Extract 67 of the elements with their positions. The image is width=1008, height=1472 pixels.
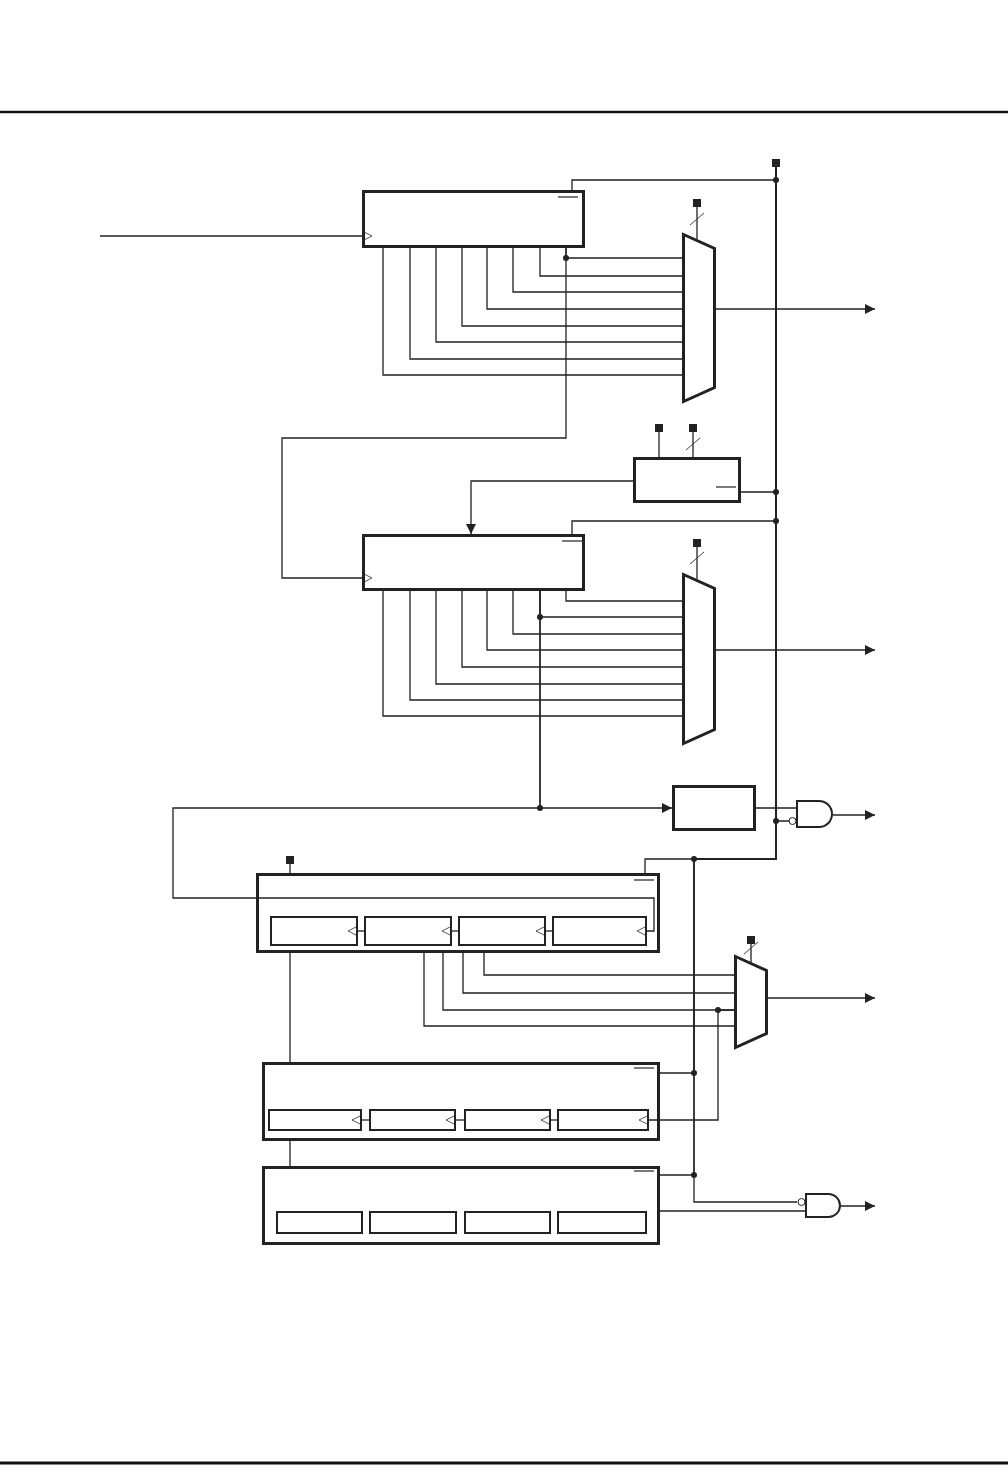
- wire: [382, 247, 683, 376]
- cell-box: [369, 1211, 457, 1234]
- cell-box: [557, 1109, 649, 1131]
- wire: [755, 807, 798, 809]
- wire: [486, 590, 683, 651]
- block-box: [262, 1062, 660, 1141]
- multiplexer-symbol: [682, 573, 716, 745]
- wire: [659, 1210, 806, 1212]
- arrow: [445, 1114, 465, 1126]
- arrow: [351, 1114, 370, 1126]
- wire: [435, 590, 683, 685]
- wire: [462, 952, 735, 994]
- cell-box: [557, 1211, 647, 1234]
- pin-wire: [693, 199, 701, 240]
- cell-box: [464, 1211, 551, 1234]
- multiplexer-symbol: [734, 955, 768, 1049]
- pin-wire: [286, 856, 294, 874]
- cell-box: [270, 916, 358, 946]
- wire: [435, 247, 683, 343]
- arrow: [535, 925, 553, 937]
- arrow: [99, 230, 373, 242]
- cell-box: [552, 916, 647, 946]
- wire: [539, 247, 683, 277]
- wire: [461, 590, 683, 668]
- pin-wire: [747, 936, 755, 963]
- wire: [409, 247, 683, 360]
- wire: [565, 590, 683, 602]
- wire: [382, 590, 683, 717]
- arrow: [832, 810, 876, 820]
- wire: [483, 952, 735, 976]
- arrow: [840, 1201, 876, 1211]
- and-gate-symbol: [788, 800, 833, 828]
- multiplexer-symbol: [682, 233, 716, 403]
- wire: [423, 952, 735, 1027]
- and-gate-symbol: [797, 1193, 841, 1218]
- arrow: [540, 1114, 558, 1126]
- pin-wire: [655, 424, 663, 458]
- wire: [512, 247, 683, 293]
- arrow: [715, 304, 876, 314]
- pin-wire: [693, 539, 701, 580]
- wire: [289, 1140, 291, 1167]
- wire: [512, 590, 683, 635]
- arrow: [347, 925, 365, 937]
- cell-box: [268, 1109, 362, 1131]
- cell-box: [458, 916, 546, 946]
- block-box: [362, 534, 585, 591]
- cell-box: [369, 1109, 456, 1131]
- arrow: [638, 1009, 735, 1126]
- block-box: [256, 873, 660, 953]
- arrow: [767, 993, 876, 1003]
- arrow: [466, 480, 634, 535]
- pin-wire: [689, 424, 697, 458]
- cell-box: [364, 916, 452, 946]
- cell-box: [464, 1109, 551, 1131]
- arrow: [172, 590, 655, 937]
- arrow: [441, 925, 459, 937]
- wire: [461, 247, 683, 327]
- block-box: [633, 457, 741, 503]
- wire: [289, 952, 291, 1063]
- block-box: [362, 190, 585, 248]
- arrow: [281, 247, 567, 584]
- cell-box: [276, 1211, 363, 1234]
- wire: [409, 590, 683, 701]
- wire: [486, 247, 683, 310]
- block-box: [672, 785, 756, 831]
- arrow: [715, 645, 876, 655]
- block-box: [262, 1166, 660, 1245]
